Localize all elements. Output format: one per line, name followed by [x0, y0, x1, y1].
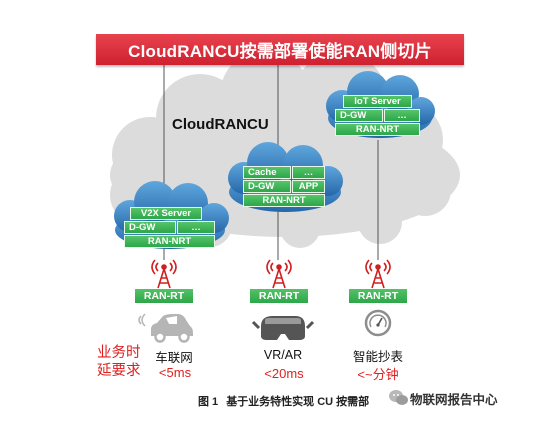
requirement-line-1: 业务时 [97, 345, 141, 361]
latency-value: <20ms [264, 366, 304, 381]
service-label: 车联网 [155, 351, 193, 365]
latency-value: <5ms [158, 365, 192, 380]
mec-more-box: … [292, 166, 325, 179]
iot-nrt-box: RAN-NRT [335, 123, 420, 136]
latency-requirement-label: 业务时 延要求 [97, 344, 141, 380]
v2x-dgw-box: D-GW [124, 221, 176, 234]
cloud-title: CloudRANCU [172, 116, 269, 133]
mec-cache-box: Cache [243, 166, 291, 179]
ran-rt-box: RAN-RT [250, 289, 308, 303]
service-label: 智能抄表 [352, 350, 403, 364]
iot-more-box: … [384, 109, 420, 122]
figure-number: 图 1 [198, 396, 219, 408]
latency-value: <~分钟 [357, 367, 399, 382]
banner-title: CloudRANCU按需部署使能RAN侧切片 [96, 34, 464, 65]
tower-icon [151, 259, 177, 289]
ran-rt-box: RAN-RT [135, 289, 193, 303]
v2x-more-box: … [177, 221, 215, 234]
meter-gauge-icon [364, 309, 392, 337]
service-label: VR/AR [263, 348, 303, 362]
mec-nrt-box: RAN-NRT [243, 194, 325, 207]
vr-headset-icon [251, 316, 315, 340]
ran-rt-box: RAN-RT [349, 289, 407, 303]
tower-icon [365, 259, 391, 289]
caption-text: 基于业务特性实现 CU 按需部 [226, 396, 370, 408]
iot-dgw-box: D-GW [335, 109, 383, 122]
v2x-server-box: V2X Server [130, 207, 202, 220]
mec-app-box: APP [292, 180, 325, 193]
requirement-line-2: 延要求 [97, 363, 141, 379]
tower-icon [266, 259, 292, 289]
figure-caption: 图 1 基于业务特性实现 CU 按需部 [198, 393, 369, 409]
mec-dgw-box: D-GW [243, 180, 291, 193]
v2x-nrt-box: RAN-NRT [124, 235, 215, 248]
watermark-text: 物联网报告中心 [410, 393, 498, 407]
iot-server-box: IoT Server [343, 95, 412, 108]
car-icon [138, 313, 193, 343]
wechat-logo-icon [389, 390, 408, 405]
